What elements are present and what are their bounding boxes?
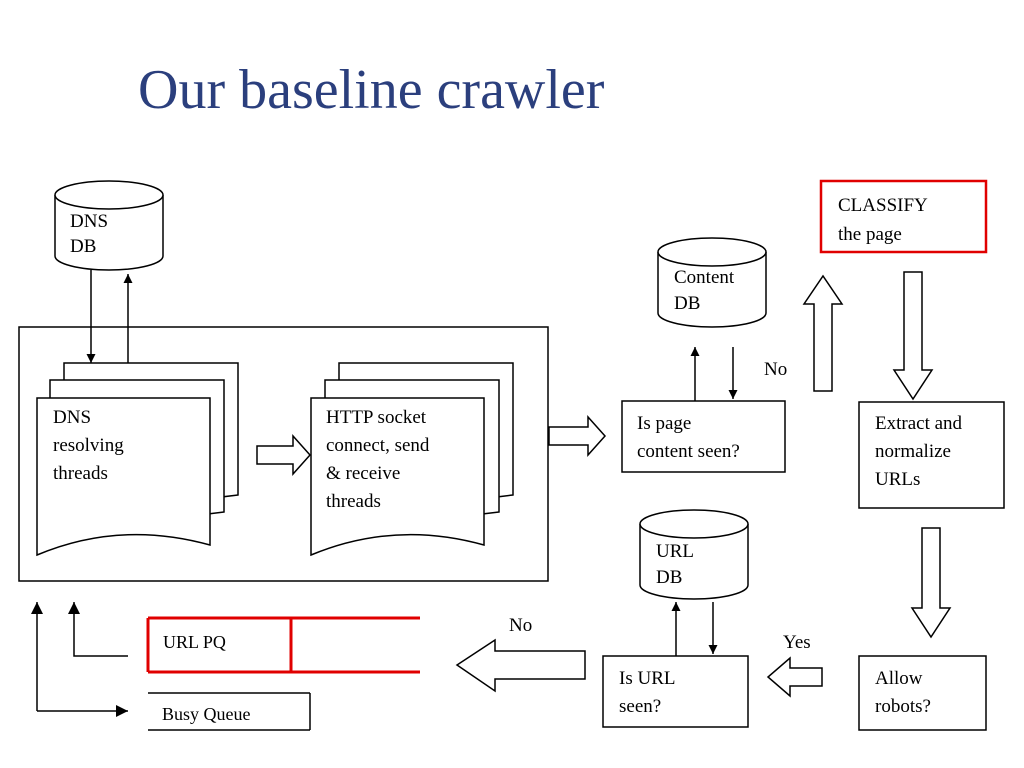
dns-threads-label-3: threads [53,463,108,484]
url-db-cylinder: URL DB [639,509,749,600]
dns-threads-stack: DNS resolving threads [36,362,239,557]
url-pq: URL PQ [146,616,420,674]
extract-to-robots-arrow [910,527,952,639]
url-db-label-1: URL [656,541,694,562]
url-pq-label: URL PQ [163,632,226,652]
robots-label-2: robots? [875,696,931,717]
to-url-pq-arrow [455,638,586,693]
busy-queue-label: Busy Queue [162,704,251,724]
classify-to-extract-arrow [892,271,934,401]
dns-threads-label-1: DNS [53,407,91,428]
http-threads-stack: HTTP socket connect, send & receive thre… [310,362,514,557]
page-title: Our baseline crawler [138,59,605,121]
content-db-label-1: Content [674,267,735,288]
dns-db-label-1: DNS [70,211,108,232]
extract-urls-box [858,401,1005,509]
fetch-to-content-check-arrow [548,415,607,457]
dns-to-http-arrow [256,434,312,476]
http-threads-label-2: connect, send [326,435,430,456]
classify-label-1: CLASSIFY [838,195,928,216]
allow-robots-box [858,655,987,731]
http-threads-label-3: & receive [326,463,400,484]
busy-queue: Busy Queue [148,692,311,731]
dns-threads-label-2: resolving [53,435,124,456]
content-seen-label-1: Is page [637,413,691,434]
extract-label-2: normalize [875,441,951,462]
robots-label-1: Allow [875,668,923,689]
dns-db-label-2: DB [70,236,96,257]
url-seen-label-2: seen? [619,696,661,717]
to-classify-arrow [802,274,844,392]
dns-db-cylinder: DNS DB [54,180,164,271]
content-seen-box [621,400,786,473]
url-seen-box [602,655,749,728]
extract-label-1: Extract and [875,413,963,434]
classify-label-2: the page [838,224,902,245]
content-db-label-2: DB [674,293,700,314]
content-db-cylinder: Content DB [657,237,767,328]
extract-label-3: URLs [875,469,920,490]
content-seen-label-2: content seen? [637,441,740,462]
http-threads-label-1: HTTP socket [326,407,427,428]
url-no-label: No [509,615,532,636]
robots-yes-label: Yes [783,632,811,653]
url-seen-label-1: Is URL [619,668,675,689]
fetcher-container [18,326,549,582]
classify-box [819,179,988,254]
http-threads-label-4: threads [326,491,381,512]
url-pq-to-fetcher-arrow [68,602,128,657]
robots-to-url-seen-arrow [766,656,823,698]
content-no-label: No [764,359,787,380]
url-db-label-2: DB [656,567,682,588]
